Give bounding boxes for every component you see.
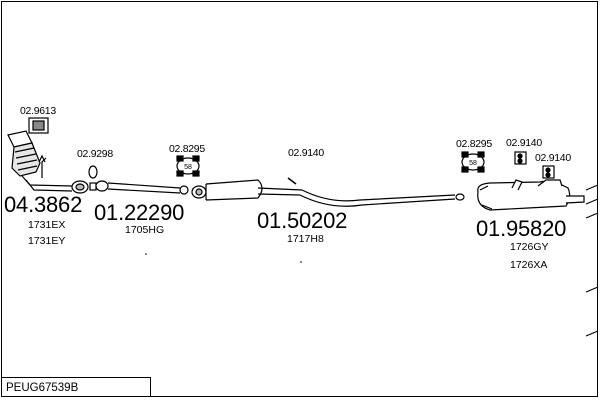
part-label-02-9140-rear-2: 02.9140 — [535, 152, 571, 164]
ref-1731ex: 1731EX — [28, 219, 66, 231]
marker-dot — [145, 253, 147, 255]
middle-silencer — [191, 179, 465, 207]
part-label-02-8295-right: 02.8295 — [456, 138, 492, 150]
hanger-02-8295-right — [461, 151, 485, 173]
edge-ticks — [585, 184, 599, 337]
part-label-02-9613: 02.9613 — [20, 105, 56, 117]
section-number-front-pipe: 01.22290 — [94, 200, 185, 225]
part-label-02-9298: 02.9298 — [77, 148, 113, 160]
hanger-02-9140-rear-1 — [514, 151, 527, 165]
ref-1705hg: 1705HG — [125, 224, 165, 236]
ref-1717h8: 1717H8 — [287, 233, 324, 245]
front-pipe — [21, 175, 89, 194]
part-label-02-8295-left: 02.8295 — [169, 143, 205, 155]
intermediate-pipe — [95, 180, 189, 195]
clamp-mark-2: 58 — [469, 160, 477, 167]
marker-dot — [300, 261, 302, 263]
catalog-label: PEUG67539B — [6, 382, 79, 394]
section-number-rear: 01.95820 — [476, 216, 567, 241]
part-label-02-9140-middle: 02.9140 — [288, 147, 324, 159]
ref-1731ey: 1731EY — [28, 235, 66, 247]
hanger-02-8295-left — [176, 155, 200, 177]
sensor-arrow — [38, 154, 47, 178]
gasket-02-9613 — [28, 117, 49, 134]
part-label-02-9140-rear-1: 02.9140 — [506, 137, 542, 149]
ref-1726gy: 1726GY — [510, 241, 549, 253]
section-number-front: 04.3862 — [4, 192, 83, 217]
ref-1726xa: 1726XA — [510, 259, 548, 271]
ring-gasket-02-9298 — [88, 165, 98, 191]
rear-silencer — [477, 179, 585, 211]
section-number-middle: 01.50202 — [257, 208, 348, 233]
clamp-mark-1: 58 — [184, 164, 192, 171]
hanger-02-9140-rear-2 — [542, 165, 555, 179]
hanger-02-9140-middle — [287, 177, 297, 185]
catalytic-converter — [7, 130, 41, 177]
catalog-label-box: PEUG67539B — [1, 377, 151, 397]
